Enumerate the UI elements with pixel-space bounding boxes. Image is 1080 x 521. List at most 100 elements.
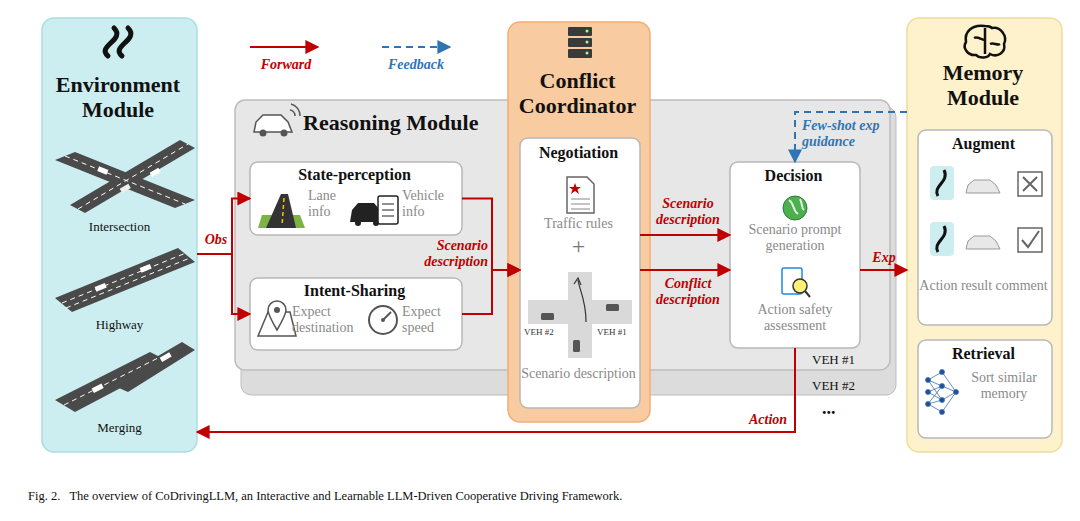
- highway-illustration: [66, 258, 190, 308]
- lane-icon: [266, 194, 296, 228]
- server-icon: [568, 27, 592, 36]
- speed-gauge-icon: [369, 306, 397, 334]
- traffic-rules-document-icon: [571, 199, 590, 200]
- augment-failure-row: [1023, 177, 1037, 191]
- node-text: Sort similar memory: [960, 370, 1048, 402]
- server-icon: [568, 49, 592, 58]
- traffic-rules-document-icon: [567, 177, 594, 213]
- node-title: Negotiation: [520, 143, 637, 162]
- intersection-illustration: [65, 156, 185, 204]
- module-panel-shape: [508, 22, 650, 422]
- feedback-arrow: [795, 112, 907, 162]
- module-panel: Environment Module: [42, 18, 197, 452]
- process-box: NegotiationTraffic rules+Scenario descri…: [520, 138, 640, 408]
- neural-network-icon: [926, 390, 931, 395]
- process-box: State-perceptionLane infoVehicle info: [250, 162, 462, 235]
- traffic-rules-document-icon: [569, 183, 581, 194]
- augment-failure-row: [930, 166, 1042, 200]
- label-text: VEH #2: [524, 328, 564, 337]
- forward-arrow: [640, 234, 730, 236]
- label-text: Merging: [42, 420, 197, 436]
- process-box-shape: [250, 162, 462, 235]
- map-pin-icon: [258, 301, 296, 336]
- node-text: Lane info: [308, 188, 353, 220]
- node-text: Action safety assessment: [734, 302, 856, 334]
- intersection-illustration: [97, 166, 108, 174]
- node-title: Conflict Coordinator: [508, 68, 647, 119]
- neural-network-icon: [940, 370, 945, 375]
- node-text: Scenario prompt generation: [734, 222, 856, 254]
- connected-car-icon: [254, 104, 300, 137]
- neural-network-icon: [954, 390, 959, 395]
- node-title: Intent-Sharing: [250, 281, 459, 300]
- speed-gauge-icon: [369, 306, 397, 334]
- process-box-shape: [918, 130, 1052, 325]
- edge-label: Exp: [865, 250, 903, 266]
- server-icon: [568, 38, 592, 47]
- process-box-shape: [730, 162, 860, 348]
- vehicle-info-icon: [350, 203, 382, 222]
- brain-icon: [974, 28, 1000, 54]
- merging-illustration: [64, 357, 160, 405]
- process-box-shape: [918, 340, 1052, 438]
- process-box: Intent-SharingExpect destinationExpect s…: [250, 278, 462, 350]
- server-icon: [586, 52, 589, 55]
- node-text: Expect speed: [402, 304, 458, 336]
- node-text: Scenario description: [520, 366, 637, 382]
- augment-failure-row: [966, 180, 1000, 193]
- neural-network-icon: [940, 384, 945, 389]
- server-icon: [586, 30, 589, 33]
- server-icon: [568, 27, 592, 58]
- process-box-shape: [520, 138, 640, 408]
- forward-arrow: [197, 348, 795, 432]
- module-panel-shape: [42, 18, 197, 452]
- process-box: DecisionScenario prompt generationAction…: [730, 162, 860, 348]
- conflict-scenario-picture: [528, 272, 632, 358]
- forward-arrow: [860, 269, 907, 271]
- connected-car-icon: [260, 130, 267, 137]
- vehicle-info-icon: [382, 210, 394, 211]
- legend-feedback-sample: [382, 47, 450, 48]
- globe-icon: [789, 199, 804, 214]
- forward-arrow: [197, 199, 250, 255]
- node-text: Action result comment: [918, 278, 1049, 294]
- map-pin-icon: [268, 301, 286, 330]
- merging-illustration: [160, 352, 172, 362]
- process-box: AugmentAction result comment: [918, 130, 1052, 325]
- label-text: Intersection: [42, 219, 197, 235]
- highway-illustration: [55, 248, 195, 312]
- vehicle-info-icon: [378, 196, 398, 224]
- legend-text: Forward: [250, 57, 322, 74]
- edge-label: Scenario description: [404, 238, 488, 270]
- road-icon: [105, 28, 131, 56]
- node-title: Decision: [730, 166, 857, 185]
- augment-success-row: [930, 222, 1042, 256]
- neural-network-icon: [926, 370, 959, 415]
- conflict-scenario-picture: [541, 313, 554, 320]
- augment-success-row: [1022, 231, 1039, 247]
- node-text: +: [520, 234, 637, 258]
- road-icon: [105, 28, 117, 56]
- conflict-scenario-picture: [528, 300, 632, 324]
- node-title: State-perception: [250, 165, 459, 184]
- conflict-scenario-picture: [574, 278, 581, 285]
- conflict-scenario-picture: [606, 304, 619, 311]
- augment-failure-row: [930, 166, 954, 200]
- vehicle-info-icon: [382, 204, 394, 205]
- legend-forward-sample: [250, 47, 318, 48]
- highway-illustration: [140, 264, 152, 273]
- safety-check-icon: [805, 291, 810, 297]
- highway-illustration: [62, 253, 186, 303]
- edge-label: Scenario description: [645, 196, 731, 228]
- edge-label: Action: [742, 412, 794, 428]
- traffic-rules-document-icon: [567, 177, 594, 213]
- server-icon: [586, 41, 589, 44]
- label-text: VEH #1: [812, 352, 862, 368]
- safety-check-icon: [793, 279, 807, 293]
- module-panel: Reasoning ModuleState-perceptionLane inf…: [235, 100, 890, 370]
- connected-car-icon: [254, 115, 292, 132]
- forward-arrow: [197, 254, 250, 314]
- neural-network-icon: [940, 410, 945, 415]
- conflict-scenario-picture: [573, 340, 580, 352]
- legend-forward-sample: [250, 46, 318, 48]
